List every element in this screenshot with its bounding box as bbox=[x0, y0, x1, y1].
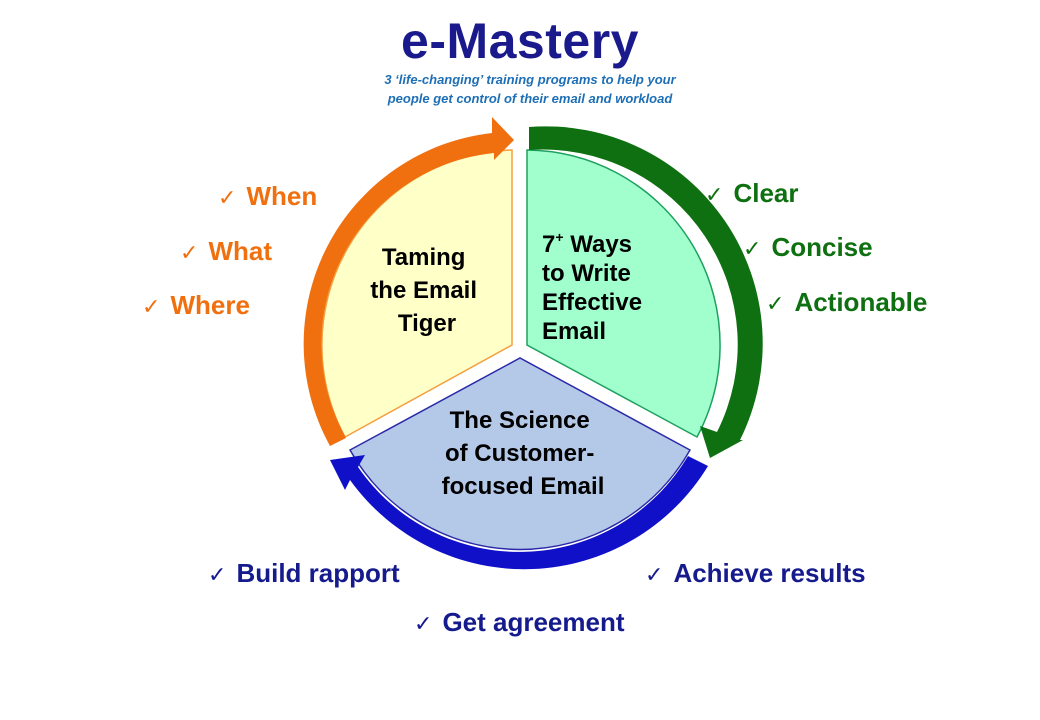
page-title: e-Mastery bbox=[401, 13, 639, 69]
checklist-item-actionable: ✓ Actionable bbox=[766, 287, 927, 318]
checklist-item-label: What bbox=[208, 236, 272, 266]
checklist-item-label: Get agreement bbox=[442, 607, 625, 637]
checklist-item-where: ✓ Where bbox=[142, 290, 250, 321]
segment-ways-label: 7+ Ways to Write Effective Email bbox=[542, 229, 649, 345]
checklist-item-clear: ✓ Clear bbox=[705, 178, 798, 209]
check-icon: ✓ bbox=[142, 295, 161, 320]
green-cycle-arrow bbox=[529, 126, 763, 459]
segment-ways-word: Ways bbox=[564, 231, 632, 258]
segment-ways-line-4: Email bbox=[542, 318, 606, 345]
checklist-item-label: When bbox=[246, 181, 318, 211]
segment-science-label: The Science of Customer- focused Email bbox=[442, 407, 605, 500]
segment-science-line-3: focused Email bbox=[442, 473, 605, 500]
check-icon: ✓ bbox=[705, 183, 724, 208]
blue-cycle-arrow bbox=[330, 455, 708, 570]
checklist-item-label: Concise bbox=[771, 232, 873, 262]
segment-ways-wedge bbox=[526, 149, 721, 439]
checklist-item-label: Actionable bbox=[794, 287, 928, 317]
checklist-item-label: Clear bbox=[733, 178, 799, 208]
check-icon: ✓ bbox=[766, 292, 785, 317]
checklist-item-label: Achieve results bbox=[673, 558, 866, 588]
segment-science-line-1: The Science bbox=[450, 407, 590, 434]
checklist-item-when: ✓ When bbox=[218, 181, 317, 212]
check-icon: ✓ bbox=[743, 237, 762, 262]
check-icon: ✓ bbox=[414, 612, 433, 637]
orange-cycle-arrow bbox=[303, 117, 514, 446]
checklist-item-what: ✓ What bbox=[180, 236, 272, 267]
checklist-item-get-agreement: ✓ Get agreement bbox=[414, 607, 625, 638]
check-icon: ✓ bbox=[218, 186, 237, 211]
checklist-item-concise: ✓ Concise bbox=[743, 232, 873, 263]
check-icon: ✓ bbox=[645, 563, 664, 588]
segment-ways-line-3: Effective bbox=[542, 289, 642, 316]
checklist-item-label: Build rapport bbox=[236, 558, 400, 588]
segment-taming-label: Taming the Email Tiger bbox=[370, 244, 483, 337]
checklist-item-build-rapport: ✓ Build rapport bbox=[208, 558, 400, 589]
segment-ways-line-2: to Write bbox=[542, 260, 631, 287]
segment-ways-plus: + bbox=[555, 229, 563, 245]
checklist-item-label: Where bbox=[170, 290, 250, 320]
subtitle-line-1: 3 ‘life-changing’ training programs to h… bbox=[384, 72, 676, 87]
subtitle-line-2: people get control of their email and wo… bbox=[387, 91, 673, 106]
segment-taming-line-2: the Email bbox=[370, 277, 477, 304]
segment-science-wedge bbox=[348, 357, 692, 551]
checklist-item-achieve-results: ✓ Achieve results bbox=[645, 558, 866, 589]
segment-science-line-2: of Customer- bbox=[445, 440, 594, 467]
subtitle: 3 ‘life-changing’ training programs to h… bbox=[320, 70, 740, 108]
segment-ways-seven: 7 bbox=[542, 231, 555, 258]
check-icon: ✓ bbox=[180, 241, 199, 266]
segment-taming-line-1: Taming bbox=[382, 244, 466, 271]
check-icon: ✓ bbox=[208, 563, 227, 588]
segment-taming-line-3: Tiger bbox=[398, 310, 456, 337]
